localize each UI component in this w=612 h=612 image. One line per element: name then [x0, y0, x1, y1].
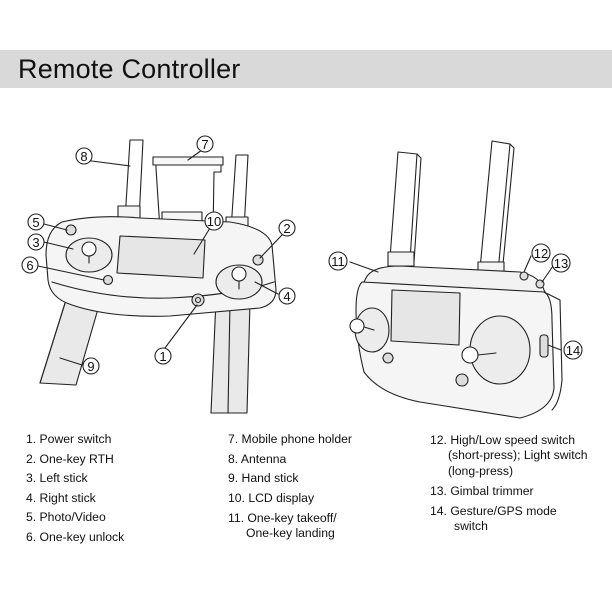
callout-11: 11: [328, 251, 348, 271]
leader-14: [547, 344, 562, 351]
legend-item: 2. One-key RTH: [26, 451, 114, 466]
callout-4-label: 4: [283, 289, 290, 304]
legend-item: 3. Left stick: [26, 471, 88, 485]
leader-9: [59, 357, 83, 366]
callout-14: 14: [563, 340, 583, 360]
legend-item: 1. Power switch: [26, 432, 112, 446]
callout-10: 10: [204, 211, 224, 231]
leader-1: [164, 304, 198, 349]
angled-view-controller: [349, 140, 563, 419]
legend-item-continuation: (long-press): [448, 464, 514, 478]
callout-9: 9: [82, 357, 100, 375]
angled-left-antenna-hinge: [387, 251, 415, 267]
callout-11-label: 11: [331, 254, 345, 269]
callout-5: 5: [27, 213, 45, 231]
legend-item: 14. Gesture/GPS mode: [430, 503, 557, 518]
left-stick-cap: [81, 241, 97, 257]
callout-4: 4: [278, 287, 296, 305]
leader-6: [37, 265, 105, 281]
legend-item-continuation: switch: [454, 518, 488, 533]
angled-body-side: [543, 291, 563, 411]
callout-1: 1: [154, 347, 172, 365]
leader-5: [43, 223, 68, 231]
callout-1-label: 1: [159, 349, 166, 364]
callout-13-label: 13: [554, 256, 568, 271]
leader-13: [541, 265, 554, 283]
callout-3: 3: [27, 233, 45, 251]
angled-right-antenna: [479, 140, 511, 273]
legend-item: 10. LCD display: [228, 490, 315, 505]
callouts: 1 2 3 4 5 6 7 8 9 10 11 12 13 14: [21, 135, 583, 375]
legend-item: 5. Photo/Video: [26, 510, 106, 524]
angled-left-stick-shaft: [363, 326, 375, 331]
callout-12: 12: [531, 243, 551, 263]
section-header: Remote Controller: [0, 50, 612, 88]
callout-2-label: 2: [283, 221, 290, 236]
leader-4: [254, 281, 279, 295]
legend-item: 11. One-key takeoff/: [228, 511, 337, 525]
right-hand-stick-edge: [227, 301, 231, 414]
leader-10: [193, 227, 211, 255]
right-hand-stick: [210, 299, 251, 414]
lcd-display: [116, 235, 206, 279]
callout-10-label: 10: [207, 214, 221, 229]
legend-column-1: 1. Power switch 2. One-key RTH 3. Left s…: [26, 430, 216, 547]
angled-left-stick-cap: [349, 318, 365, 334]
angled-lcd-display: [390, 289, 461, 346]
mode-switch: [539, 334, 549, 358]
callout-7-label: 7: [201, 137, 208, 152]
legend-item: 7. Mobile phone holder: [228, 432, 352, 446]
power-switch-center: [194, 296, 202, 304]
leader-3: [43, 241, 74, 250]
callout-8: 8: [75, 147, 93, 165]
callout-5-label: 5: [32, 215, 39, 230]
leader-11: [349, 261, 379, 273]
legend-item: 8. Antenna: [228, 451, 287, 466]
left-hand-stick-edge: [39, 299, 67, 384]
power-switch-button: [191, 293, 205, 307]
angled-lock-button: [382, 352, 394, 364]
angled-right-stick-shaft: [477, 352, 497, 356]
legend-column-2: 7. Mobile phone holder 8. Antenna 9. Han…: [228, 430, 423, 541]
callout-12-label: 12: [534, 246, 548, 261]
angled-right-stick-well: [469, 315, 531, 385]
leader-8: [83, 159, 131, 167]
phone-holder-top: [152, 156, 224, 166]
legend-item: 9. Hand stick: [228, 471, 299, 485]
right-stick-cap: [231, 266, 247, 282]
callout-13: 13: [551, 253, 571, 273]
legend-column-3: 12. High/Low speed switch (short-press);…: [430, 430, 610, 534]
angled-left-antenna: [389, 151, 418, 261]
legend-item: 13. Gimbal trimmer: [430, 484, 534, 498]
callout-9-label: 9: [87, 359, 94, 374]
one-key-unlock-button: [102, 274, 114, 286]
angled-power-button: [455, 373, 469, 387]
callout-3-label: 3: [32, 235, 39, 250]
leader-2: [259, 234, 283, 259]
speed-switch-button: [519, 271, 529, 281]
callout-14-label: 14: [566, 343, 580, 358]
angled-right-stick-cap: [461, 346, 479, 364]
legend-item: 6. One-key unlock: [26, 529, 125, 544]
leader-7: [187, 149, 203, 161]
callout-6-label: 6: [26, 258, 33, 273]
legend-item-continuation: One-key landing: [246, 526, 335, 540]
legend-item: 4. Right stick: [26, 490, 96, 505]
callout-6: 6: [21, 256, 39, 274]
callout-2: 2: [278, 219, 296, 237]
front-view-controller: [37, 139, 283, 414]
callout-8-label: 8: [80, 149, 87, 164]
legend-item-continuation: (short-press); Light switch: [448, 448, 588, 462]
callout-7: 7: [196, 135, 214, 153]
legend-item: 12. High/Low speed switch: [430, 433, 575, 447]
leader-12: [523, 255, 532, 273]
page-title: Remote Controller: [18, 54, 241, 84]
